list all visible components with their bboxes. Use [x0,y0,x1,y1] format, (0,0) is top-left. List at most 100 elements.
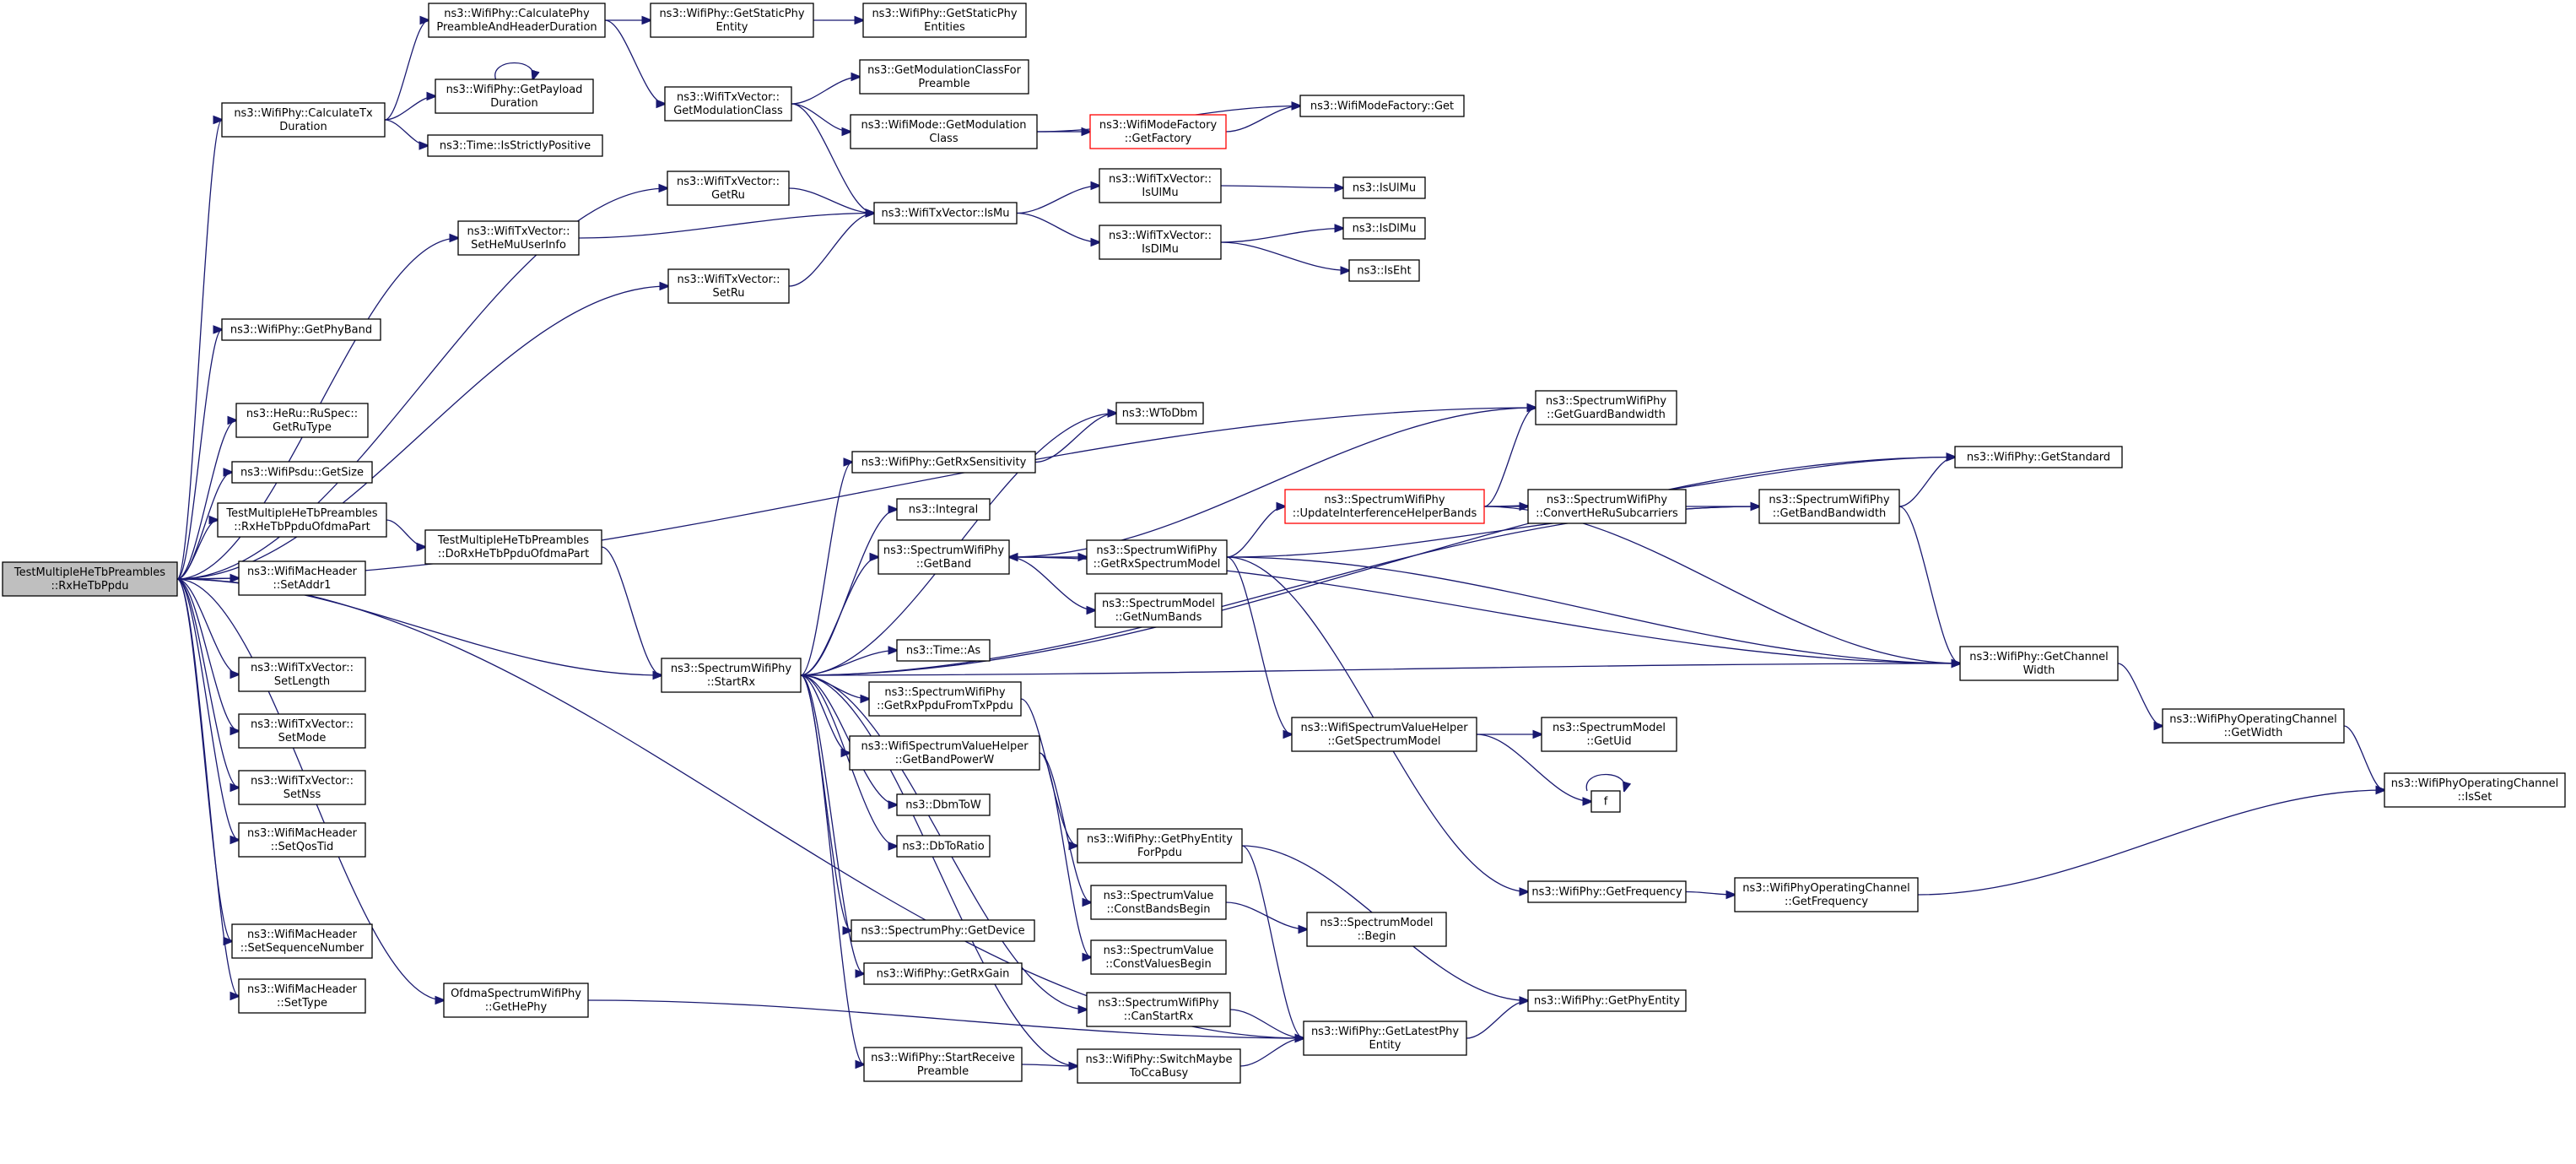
node-label: ns3::WifiPhy::GetStandard [1967,452,2110,464]
node-ofdmaGetHePhy[interactable]: OfdmaSpectrumWifiPhy::GetHePhy [443,983,589,1018]
node-getUid[interactable]: ns3::SpectrumModel::GetUid [1541,717,1677,752]
node-calcPhyPre[interactable]: ns3::WifiPhy::CalculatePhyPreambleAndHea… [428,3,606,38]
node-opChIsSet[interactable]: ns3::WifiPhyOperatingChannel::IsSet [2384,772,2566,808]
node-setType[interactable]: ns3::WifiMacHeader::SetType [238,978,366,1014]
node-wifiModeGetModClass[interactable]: ns3::WifiMode::GetModulationClass [850,114,1038,149]
node-constValuesBegin[interactable]: ns3::SpectrumValue::ConstValuesBegin [1090,939,1227,975]
node-dbToRatio[interactable]: ns3::DbToRatio [896,835,991,858]
node-label: ToCcaBusy [1129,1067,1189,1080]
node-wToDbm[interactable]: ns3::WToDbm [1115,402,1204,425]
node-getNumBands[interactable]: ns3::SpectrumModel::GetNumBands [1094,593,1223,628]
node-constBandsBegin[interactable]: ns3::SpectrumValue::ConstBandsBegin [1090,885,1227,920]
node-wifiModeFactoryGet[interactable]: ns3::WifiModeFactory::Get [1299,95,1465,117]
node-getRxPpdu[interactable]: ns3::SpectrumWifiPhy::GetRxPpduFromTxPpd… [868,681,1022,717]
node-getPhyEntity[interactable]: ns3::WifiPhy::GetPhyEntity [1527,989,1687,1012]
node-setMode[interactable]: ns3::WifiTxVector::SetMode [238,713,366,749]
node-label: ns3::DbmToW [905,799,981,812]
edge-startRecvPre-to-switchMaybeCca [1021,1064,1077,1066]
edge-root-to-getRuType [176,420,236,580]
edge-rxHeTbOfdma-to-doRxHeTbOfdma [386,519,425,547]
edge-calcTxDur-to-isStrictlyPos [384,119,428,146]
node-box [221,318,381,341]
node-getRxSens[interactable]: ns3::WifiPhy::GetRxSensitivity [851,451,1036,474]
node-box [851,919,1035,942]
node-setRu[interactable]: ns3::WifiTxVector::SetRu [667,268,790,304]
node-label: ns3::SpectrumWifiPhy [1098,997,1218,1010]
node-label: ns3::SpectrumWifiPhy [671,663,791,675]
node-fNode[interactable]: f [1590,790,1621,813]
node-box [878,539,1010,575]
node-opChGetFreq[interactable]: ns3::WifiPhyOperatingChannel::GetFrequen… [1734,877,1919,912]
node-setAddr1[interactable]: ns3::WifiMacHeader::SetAddr1 [238,560,366,596]
node-convertHeRu[interactable]: ns3::SpectrumWifiPhy::ConvertHeRuSubcarr… [1527,489,1687,524]
node-getBandBw[interactable]: ns3::SpectrumWifiPhy::GetBandBandwidth [1758,489,1900,524]
node-setNss[interactable]: ns3::WifiTxVector::SetNss [238,770,366,805]
node-label: ns3::DbToRatio [902,841,984,853]
node-getPhyBand[interactable]: ns3::WifiPhy::GetPhyBand [221,318,381,341]
node-isEht[interactable]: ns3::IsEht [1348,259,1420,282]
node-opChGetWidth[interactable]: ns3::WifiPhyOperatingChannel::GetWidth [2162,708,2345,744]
node-setSeqNum[interactable]: ns3::WifiMacHeader::SetSequenceNumber [231,923,373,959]
node-getRu[interactable]: ns3::WifiTxVector::GetRu [667,171,790,206]
node-doRxHeTbOfdma[interactable]: TestMultipleHeTbPreambles::DoRxHeTbPpduO… [424,529,602,565]
node-label: ::SetQosTid [271,841,333,853]
node-box [896,639,991,662]
node-isStrictlyPos[interactable]: ns3::Time::IsStrictlyPositive [427,134,603,157]
node-dbmToW[interactable]: ns3::DbmToW [896,793,991,816]
edge-root-to-setNss [176,578,239,788]
node-getRuType[interactable]: ns3::HeRu::RuSpec::GetRuType [235,403,369,438]
node-startRx[interactable]: ns3::SpectrumWifiPhy::StartRx [661,658,802,693]
node-box [849,735,1040,771]
node-isUlMuTx[interactable]: ns3::WifiTxVector::IsUlMu [1099,168,1222,203]
node-setLength[interactable]: ns3::WifiTxVector::SetLength [238,657,366,692]
node-box [1954,446,2123,468]
node-label: ns3::WifiMacHeader [247,566,358,578]
node-getGuardBw[interactable]: ns3::SpectrumWifiPhy::GetGuardBandwidth [1535,390,1677,425]
node-getRxGain[interactable]: ns3::WifiPhy::GetRxGain [863,962,1023,985]
node-getBand[interactable]: ns3::SpectrumWifiPhy::GetBand [878,539,1010,575]
node-label: ::ConvertHeRuSubcarriers [1536,507,1678,520]
node-timeAs[interactable]: ns3::Time::As [896,639,991,662]
node-setQosTid[interactable]: ns3::WifiMacHeader::SetQosTid [238,822,366,858]
node-getBandPowerW[interactable]: ns3::WifiSpectrumValueHelper::GetBandPow… [849,735,1040,771]
node-getRxSpecModel[interactable]: ns3::SpectrumWifiPhy::GetRxSpectrumModel [1086,539,1228,575]
edge-getBandBw-to-getChannelWidth [1898,506,1960,663]
node-specModelBegin[interactable]: ns3::SpectrumModel::Begin [1306,912,1447,947]
node-wifiModeFactoryGetFactory[interactable]: ns3::WifiModeFactory::GetFactory [1089,114,1227,149]
node-label: ns3::Time::IsStrictlyPositive [440,140,591,153]
node-canStartRx[interactable]: ns3::SpectrumWifiPhy::CanStartRx [1086,992,1231,1027]
node-getModClassTx[interactable]: ns3::WifiTxVector::GetModulationClass [664,86,792,122]
node-setHeMuUserInfo[interactable]: ns3::WifiTxVector::SetHeMuUserInfo [457,220,580,256]
node-getSpecModelHelper[interactable]: ns3::WifiSpectrumValueHelper::GetSpectru… [1291,717,1477,752]
node-psduGetSize[interactable]: ns3::WifiPsdu::GetSize [231,461,373,484]
node-label: ns3::WifiPhy::GetPayload [446,84,583,96]
node-box [217,502,387,538]
node-root[interactable]: TestMultipleHeTbPreambles::RxHeTbPpdu [2,561,178,597]
node-isDlMuTx[interactable]: ns3::WifiTxVector::IsDlMu [1099,225,1222,260]
node-label: ::GetRxSpectrumModel [1094,558,1221,571]
node-isUlMu[interactable]: ns3::IsUlMu [1342,176,1426,199]
node-specPhyGetDevice[interactable]: ns3::SpectrumPhy::GetDevice [851,919,1035,942]
node-isDlMu[interactable]: ns3::IsDlMu [1342,217,1426,240]
node-integral[interactable]: ns3::Integral [896,498,991,521]
node-rxHeTbOfdma[interactable]: TestMultipleHeTbPreambles::RxHeTbPpduOfd… [217,502,387,538]
node-getFrequency[interactable]: ns3::WifiPhy::GetFrequency [1527,880,1687,903]
edge-getBandBw-to-getStandard [1898,457,1955,507]
node-updateIntf[interactable]: ns3::SpectrumWifiPhy::UpdateInterference… [1284,489,1485,524]
node-box [851,451,1036,474]
node-box [850,114,1038,149]
node-label: ns3::WifiTxVector:: [677,273,780,286]
node-getStandard[interactable]: ns3::WifiPhy::GetStandard [1954,446,2123,468]
node-label: ::GetWidth [2224,727,2283,739]
node-isMu[interactable]: ns3::WifiTxVector::IsMu [873,202,1018,225]
